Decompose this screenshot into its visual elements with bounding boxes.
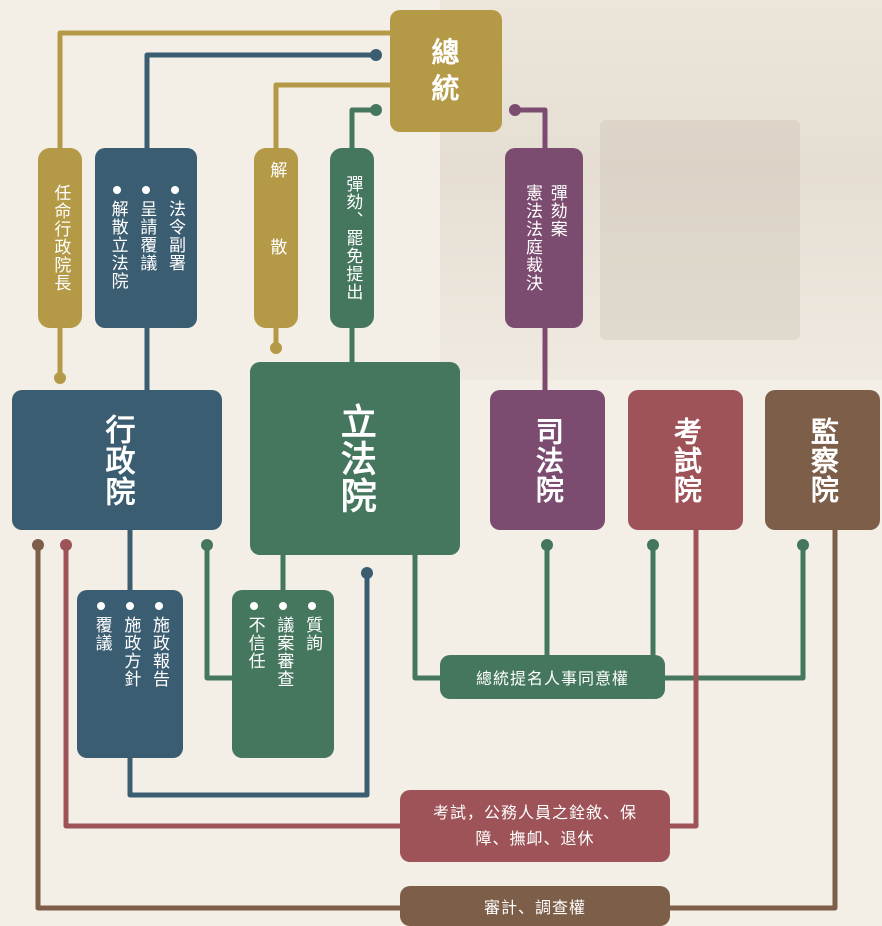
executive-yuan-label: 行政院 [99, 413, 135, 507]
appoint-premier-label: 任命行政院長 [50, 184, 71, 292]
examination-yuan-box: 考試院 [628, 390, 743, 530]
control-yuan-box: 監察院 [765, 390, 880, 530]
legislative-yuan-label: 立法院 [334, 403, 376, 514]
control-yuan-label: 監察院 [806, 416, 840, 504]
line-nom-control [662, 542, 806, 681]
endpoint-dots [32, 49, 809, 579]
request-dissolve-item: 解散立法院 [107, 200, 128, 290]
impeachment-case-item: 彈劾案 [546, 184, 567, 238]
impeachment-court-box: 彈劾案 憲法法庭裁決 [505, 148, 583, 328]
audit-label: 審計、調查權 [483, 898, 586, 917]
civil-service-label: 考試，公務人員之銓敘、保障、撫卹、退休 [432, 803, 637, 848]
impeach-recall-label: 彈劾、罷免提出 [342, 175, 363, 301]
line-legis-to-exec [204, 542, 238, 681]
request-reconsideration-item: 呈請覆議 [136, 200, 157, 272]
judicial-yuan-box: 司法院 [490, 390, 605, 530]
examination-yuan-label: 考試院 [669, 416, 703, 504]
line-control-down [667, 527, 838, 911]
appoint-premier-box: 任命行政院長 [38, 148, 82, 328]
legis-to-exec-box: 質詢 議案審查 不信任 [232, 590, 334, 758]
exec-to-legis-box: 施政報告 施政方針 覆議 [77, 590, 183, 758]
line-audit [35, 542, 403, 911]
line-nomination [412, 552, 443, 681]
reconsideration-item: 覆議 [91, 616, 112, 652]
executive-yuan-box: 行政院 [12, 390, 222, 530]
president-label: 總統 [431, 35, 461, 105]
legislative-yuan-box: 立法院 [250, 362, 460, 555]
policy-guideline-item: 施政方針 [120, 616, 141, 688]
nomination-consent-box: 總統提名人事同意權 [440, 655, 665, 699]
impeach-recall-box: 彈劾、罷免提出 [330, 148, 374, 328]
audit-box: 審計、調查權 [400, 886, 670, 926]
line-civil-service [63, 542, 403, 829]
judicial-yuan-label: 司法院 [531, 416, 565, 504]
background-building [600, 120, 800, 340]
nomination-consent-label: 總統提名人事同意權 [475, 669, 629, 688]
line-exam-down [667, 527, 699, 829]
civil-service-box: 考試，公務人員之銓敘、保障、撫卹、退休 [400, 790, 670, 862]
president-box: 總統 [390, 10, 502, 132]
dissolve-box: 解散 [254, 148, 298, 328]
exec-to-president-box: 法令副署 呈請覆議 解散立法院 [95, 148, 197, 328]
constitutional-court-item: 憲法法庭裁決 [522, 184, 542, 292]
dissolve-label: 解散 [266, 161, 287, 315]
policy-report-item: 施政報告 [149, 616, 170, 688]
no-confidence-item: 不信任 [244, 616, 265, 670]
bill-review-item: 議案審查 [273, 616, 294, 688]
countersign-item: 法令副署 [165, 200, 186, 272]
interpellation-item: 質詢 [302, 616, 323, 652]
